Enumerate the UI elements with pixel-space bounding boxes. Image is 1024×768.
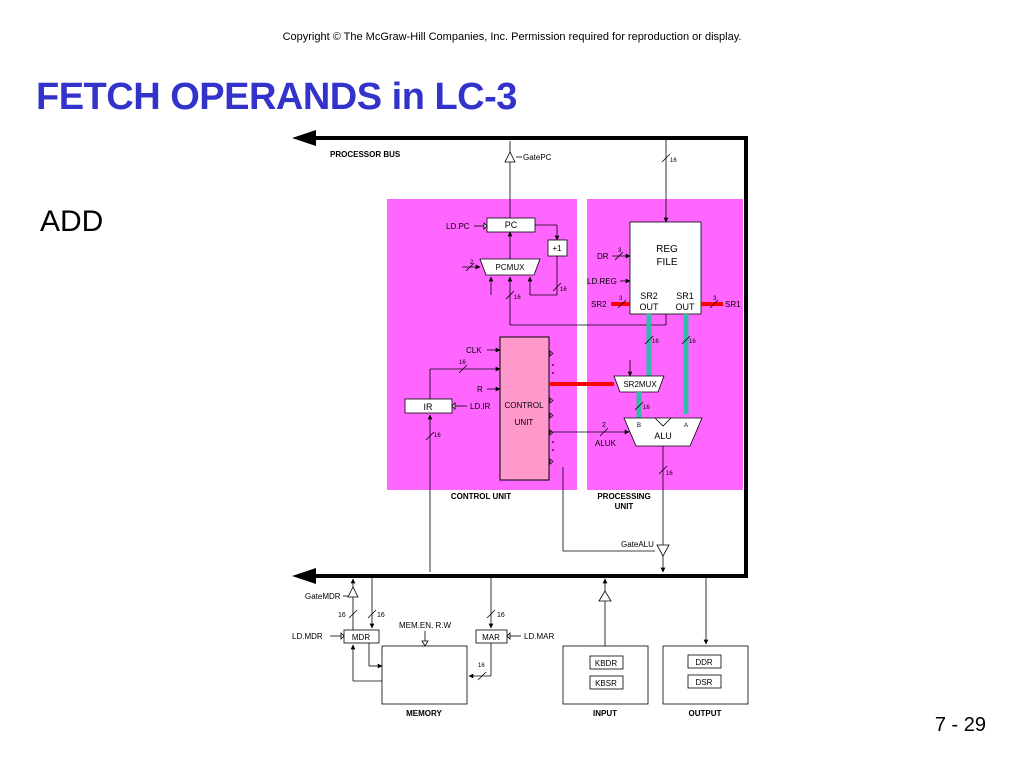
dr-label: DR <box>597 252 609 261</box>
slide-number: 7 - 29 <box>934 714 986 736</box>
ld-reg-label: LD.REG <box>587 277 617 286</box>
alu <box>623 417 703 447</box>
slide-title: FETCH OPERANDS in LC-3 <box>36 76 517 118</box>
sr1-label: SR1 <box>725 300 741 309</box>
sr2-out-label-1: SR2 <box>640 291 658 301</box>
width-16-mem: 16 <box>478 663 485 669</box>
alu-input-b: B <box>637 423 641 429</box>
gatealu-label: GateALU <box>621 540 654 549</box>
kbsr-register <box>589 675 624 690</box>
width-2-aluk: 2 <box>602 422 606 429</box>
width-16-bus-regfile: 16 <box>670 158 677 164</box>
input-block <box>562 645 649 705</box>
ddr-label: DDR <box>695 658 713 667</box>
pc-label: PC <box>505 220 518 230</box>
memory-block <box>381 645 468 705</box>
control-unit-block <box>499 336 550 481</box>
mem-en-rw-label: MEM.EN, R.W <box>399 621 451 630</box>
dsr-label: DSR <box>696 678 713 687</box>
width-16-sr1out: 16 <box>689 339 696 345</box>
gatealu-buffer <box>656 544 670 557</box>
alu-label: ALU <box>654 431 672 441</box>
width-16-gatemdr: 16 <box>338 612 346 619</box>
increment-block <box>547 239 568 257</box>
mar-label: MAR <box>482 633 500 642</box>
width-16-mar: 16 <box>497 612 505 619</box>
sr2mux <box>613 375 665 393</box>
instruction-label: ADD <box>40 205 104 238</box>
width-16-alu: 16 <box>666 471 673 477</box>
r-label: R <box>477 385 483 394</box>
aluk-label: ALUK <box>595 439 617 448</box>
width-3-dr: 3 <box>618 248 622 254</box>
width-3-sr1: 3 <box>713 296 717 302</box>
ir-label: IR <box>424 402 434 412</box>
width-16-cu: 16 <box>459 360 466 366</box>
input-buffer <box>598 590 612 602</box>
ld-pc-label: LD.PC <box>446 222 470 231</box>
dsr-register <box>687 674 722 689</box>
mdr-label: MDR <box>352 633 370 642</box>
register-file <box>629 221 702 315</box>
kbsr-label: KBSR <box>595 679 617 688</box>
regfile-label-2: FILE <box>656 257 677 268</box>
sr1-out-label-1: SR1 <box>676 291 694 301</box>
alu-input-a: A <box>684 423 688 429</box>
processor-bus-bottom <box>292 568 748 584</box>
gatemdr-buffer <box>347 586 359 598</box>
sr2mux-label: SR2MUX <box>623 380 657 389</box>
copyright-notice: Copyright © The McGraw-Hill Companies, I… <box>282 31 742 43</box>
sr2-out-label-2: OUT <box>640 302 660 312</box>
pcmux <box>479 258 541 276</box>
width-16-increment: 16 <box>560 287 567 293</box>
clk-label: CLK <box>466 346 482 355</box>
gatepc-label: GatePC <box>523 153 552 162</box>
processing-unit-region-label-2: UNIT <box>615 502 634 511</box>
control-unit-label-1: CONTROL <box>504 401 544 410</box>
width-2-pcmux: 2 <box>470 260 474 266</box>
ld-mar-label: LD.MAR <box>524 632 554 641</box>
width-16-sr2out: 16 <box>652 339 659 345</box>
processing-unit-region-label-1: PROCESSING <box>597 492 650 501</box>
pcmux-label: PCMUX <box>496 263 526 272</box>
ddr-register <box>687 654 722 669</box>
control-unit-region-label: CONTROL UNIT <box>451 492 511 501</box>
sr2-label: SR2 <box>591 300 607 309</box>
gatepc-buffer <box>504 151 516 163</box>
control-output-markers <box>549 350 554 465</box>
output-label: OUTPUT <box>689 709 722 718</box>
sr1-out-label-2: OUT <box>676 302 696 312</box>
width-3-sr2: 3 <box>619 296 623 302</box>
kbdr-register <box>589 655 624 670</box>
regfile-label-1: REG <box>656 244 678 255</box>
processor-bus-label: PROCESSOR BUS <box>330 150 401 159</box>
width-16-pcmux: 16 <box>514 295 521 301</box>
gatemdr-label: GateMDR <box>305 592 341 601</box>
input-label: INPUT <box>593 709 617 718</box>
increment-label: +1 <box>552 244 562 253</box>
processor-bus-top <box>292 130 748 578</box>
ld-ir-label: LD.IR <box>470 402 491 411</box>
control-unit-label-2: UNIT <box>515 418 534 427</box>
width-16-sr2mux: 16 <box>643 405 650 411</box>
memory-label: MEMORY <box>406 709 442 718</box>
width-16-ir: 16 <box>434 433 441 439</box>
width-16-mdr-in: 16 <box>377 612 385 619</box>
kbdr-label: KBDR <box>595 659 617 668</box>
ld-mdr-label: LD.MDR <box>292 632 323 641</box>
